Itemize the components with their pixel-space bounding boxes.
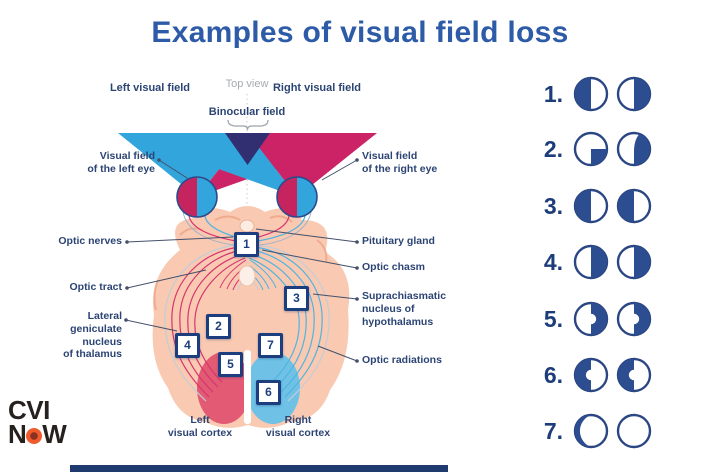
legend-7-right-eye-icon (616, 413, 652, 449)
marker-box-1: 1 (234, 232, 259, 257)
list-item: 4. (533, 243, 653, 281)
marker-box-5: 5 (218, 352, 243, 377)
logo-cvi-text: CVI (8, 395, 50, 425)
legend-4-left-eye-icon (573, 244, 609, 280)
legend-4-right-eye-icon (616, 244, 652, 280)
optic-radiations-right (248, 244, 330, 402)
legend-2-left-eye-icon (573, 131, 609, 167)
list-item: 3. (533, 187, 653, 225)
visual-pathway-diagram: Left visual field Top view Right visual … (30, 70, 520, 472)
label-optic-tract: Optic tract (69, 281, 122, 293)
logo-n-text: N (8, 418, 27, 449)
legend-2-right-eye-icon (616, 131, 652, 167)
label-optic-chasm: Optic chasm (362, 261, 426, 273)
label-right-visual-field: Right visual field (272, 82, 361, 94)
legend-1-right-eye-icon (616, 76, 652, 112)
legend-5-right-eye-icon (616, 301, 652, 337)
label-top-view: Top view (225, 78, 269, 90)
label-left-visual-cortex: Left visual cortex (167, 414, 233, 439)
label-optic-radiations: Optic radiations (362, 354, 442, 366)
label-lateral-geniculate-nucleus: Lateral geniculate nucleus of thalamus (63, 310, 122, 361)
legend-6-left-eye-icon (573, 357, 609, 393)
pituitary-gland-shape (239, 219, 255, 233)
item-number: 6. (543, 361, 563, 388)
legend-7-left-eye-icon (573, 413, 609, 449)
list-item: 1. (533, 75, 653, 113)
page-title: Examples of visual field loss (151, 16, 569, 49)
item-number: 2. (543, 135, 563, 162)
item-number: 5. (543, 305, 563, 332)
label-binocular-field: Binocular field (208, 106, 286, 118)
binocular-field-overlap (225, 133, 270, 165)
label-visual-field-left-eye: Visual field of the left eye (87, 150, 155, 175)
item-number: 7. (543, 417, 563, 444)
legend-6-right-eye-icon (616, 357, 652, 393)
logo-orange-o-icon (26, 427, 43, 444)
pathway-art (118, 94, 377, 428)
legend-1-left-eye-icon (573, 76, 609, 112)
optic-radiations-left (164, 244, 246, 402)
label-right-visual-cortex: Right visual cortex (265, 414, 331, 439)
left-eye-icon (176, 176, 218, 218)
bottom-navy-bar (70, 465, 448, 472)
suprachiasmatic-nucleus-shape (238, 265, 256, 287)
label-visual-field-right-eye: Visual field of the right eye (362, 150, 438, 175)
marker-box-7: 7 (258, 333, 283, 358)
right-eye-icon (276, 176, 318, 218)
label-pituitary-gland: Pituitary gland (362, 235, 435, 247)
leader-lines (124, 158, 359, 363)
visual-field-triangles (118, 133, 377, 197)
label-left-visual-field: Left visual field (109, 82, 191, 94)
label-suprachiasmatic-nucleus: Suprachiasmatic nucleus of hypothalamus (362, 290, 447, 328)
binocular-brace (227, 119, 269, 131)
list-item: 2. (533, 130, 653, 168)
marker-box-2: 2 (206, 314, 231, 339)
legend-3-left-eye-icon (573, 188, 609, 224)
legend-5-left-eye-icon (573, 301, 609, 337)
list-item: 6. (533, 356, 653, 394)
marker-box-3: 3 (284, 286, 309, 311)
field-loss-examples-list: 1. 2. 3. 4. 5. 6. (533, 0, 713, 472)
item-number: 1. (543, 80, 563, 107)
logo-w-text: W (42, 418, 67, 449)
list-item: 7. (533, 412, 653, 450)
marker-box-4: 4 (175, 333, 200, 358)
marker-box-6: 6 (256, 380, 281, 405)
label-optic-nerves: Optic nerves (58, 235, 122, 247)
list-item: 5. (533, 300, 653, 338)
legend-3-right-eye-icon (616, 188, 652, 224)
item-number: 4. (543, 248, 563, 275)
item-number: 3. (543, 192, 563, 219)
